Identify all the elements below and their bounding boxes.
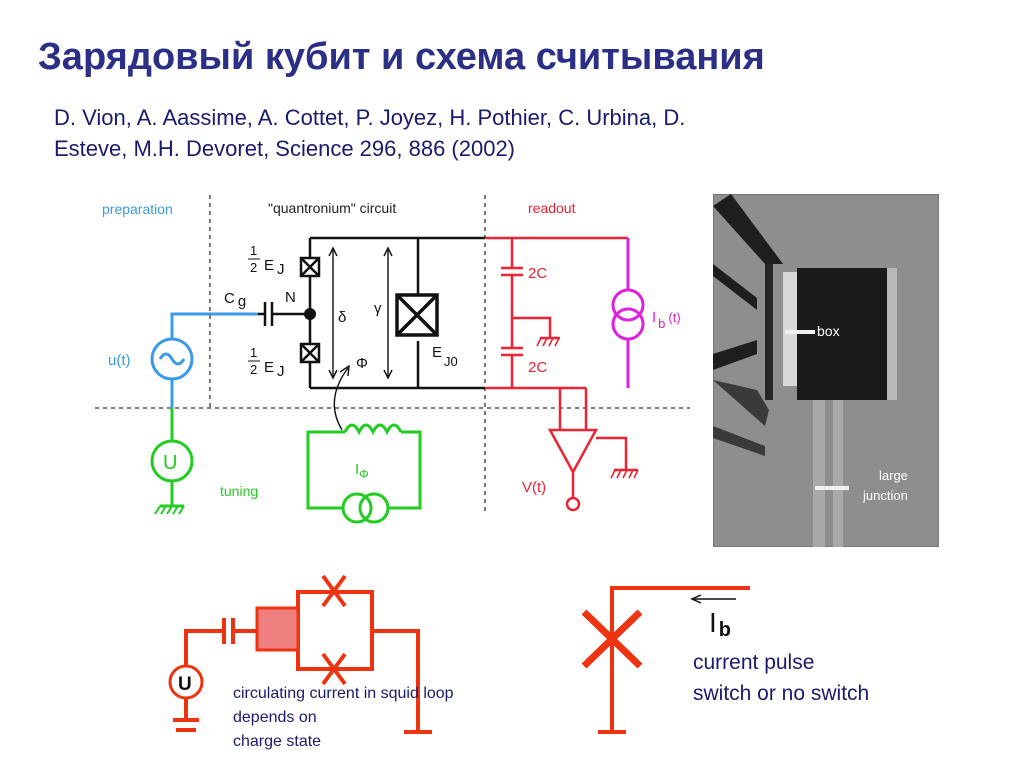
- gamma-label: γ: [374, 300, 382, 317]
- simplified-caption: circulating current in squid loop depend…: [233, 685, 454, 750]
- current-source-icon: [341, 492, 373, 524]
- dc-source: [150, 408, 194, 515]
- section-label-preparation: preparation: [102, 201, 173, 217]
- ej0-label: EJ0: [432, 344, 458, 369]
- switching-junction-icon: [581, 609, 643, 669]
- switch-text-line-2: switch or no switch: [693, 682, 869, 705]
- section-label-quantronium: "quantronium" circuit: [268, 200, 396, 216]
- two-c-top-label: 2C: [528, 265, 547, 282]
- phi-label: Φ: [356, 355, 368, 372]
- preparation-source: [150, 312, 258, 408]
- island-node-icon: [304, 308, 316, 320]
- caption-line-1: circulating current in squid loop: [233, 685, 454, 702]
- micrograph-junction-label-1: large: [879, 468, 908, 483]
- switching-junction-circuit: [581, 586, 750, 734]
- switch-caption: current pulse switch or no switch: [693, 651, 869, 705]
- section-label-readout: readout: [528, 200, 576, 216]
- u-source-label: U: [163, 452, 177, 474]
- small-junction-bottom-icon: [321, 652, 347, 686]
- citation-line-1: D. Vion, A. Aassime, A. Cottet, P. Joyez…: [54, 105, 686, 130]
- readout-wiring: [485, 236, 639, 512]
- simplified-u-label: U: [178, 674, 192, 695]
- ib-arrow: [690, 594, 736, 604]
- current-bias-source: [611, 238, 645, 388]
- two-c-bottom-label: 2C: [528, 359, 547, 376]
- svg-text:1: 1: [250, 243, 257, 258]
- svg-text:2: 2: [250, 260, 257, 275]
- v-t-label: V(t): [522, 479, 546, 496]
- small-junction-top-icon: [321, 574, 347, 608]
- micrograph-electrodes: [713, 194, 897, 547]
- charge-island-box: [255, 606, 300, 652]
- section-borders: [95, 195, 690, 515]
- svg-text:2: 2: [250, 362, 257, 377]
- section-label-tuning: tuning: [220, 483, 258, 499]
- citation-line-2: Esteve, M.H. Devoret, Science 296, 886 (…: [54, 136, 516, 161]
- u-t-label: u(t): [108, 352, 131, 369]
- switch-text-line-1: current pulse: [693, 651, 814, 674]
- caption-line-2: depends on: [233, 709, 317, 726]
- iphi-label: IΦ: [355, 461, 369, 481]
- flux-coil-loop: [306, 423, 422, 524]
- node-label: N: [285, 289, 296, 306]
- sem-micrograph: box large junction: [713, 194, 939, 547]
- micrograph-box-label: box: [817, 323, 840, 339]
- delta-label: δ: [338, 309, 346, 326]
- svg-text:1: 1: [250, 345, 257, 360]
- voltage-source-icon: [168, 664, 204, 700]
- slide-title: Зарядовый кубит и схема считывания: [38, 36, 765, 78]
- citation: D. Vion, A. Aassime, A. Cottet, P. Joyez…: [54, 102, 914, 164]
- delta-gamma-arrows: [328, 246, 393, 431]
- caption-line-3: charge state: [233, 733, 321, 750]
- micrograph-junction-label-2: junction: [862, 488, 908, 503]
